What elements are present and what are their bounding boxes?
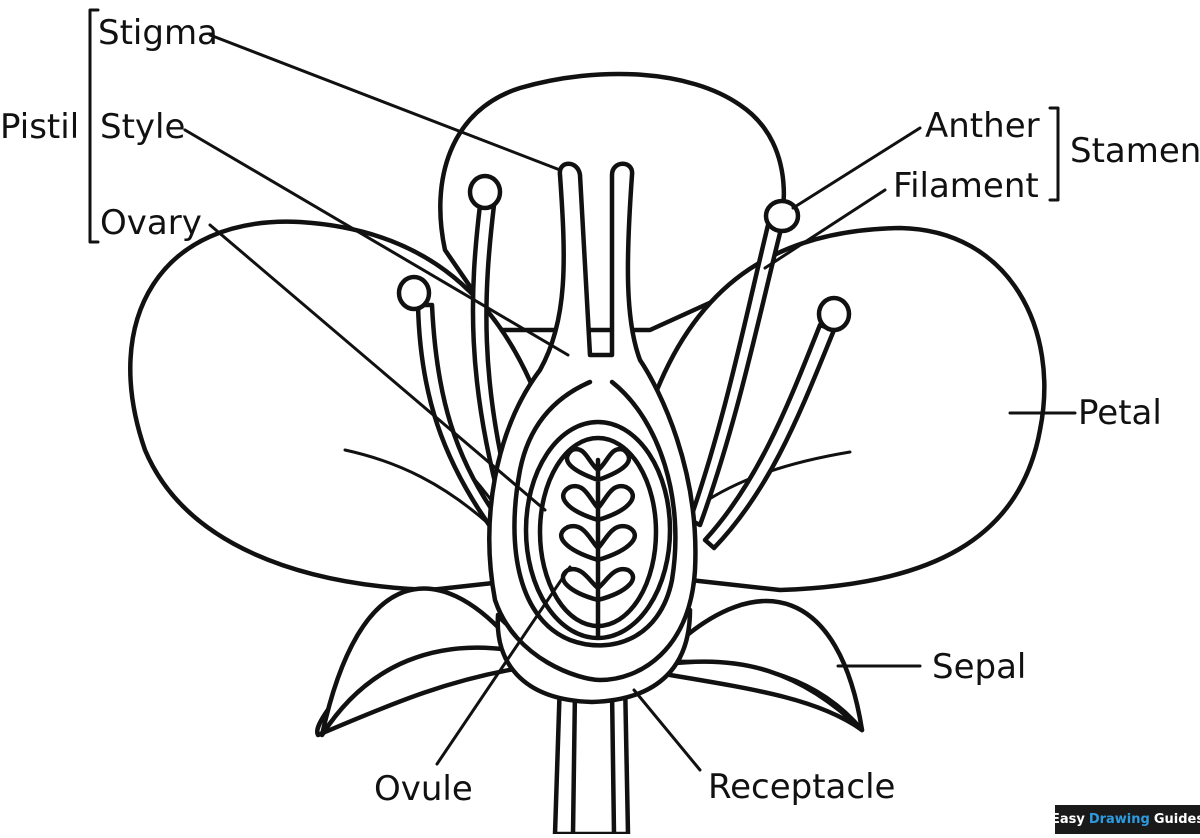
logo-word-guides: Guides bbox=[1153, 812, 1200, 827]
label-pistil: Pistil bbox=[0, 107, 79, 147]
label-receptacle: Receptacle bbox=[708, 767, 895, 807]
leader-receptacle bbox=[632, 688, 702, 772]
petal-vein-left bbox=[343, 448, 492, 527]
leader-stigma bbox=[208, 33, 562, 172]
leader-filament bbox=[763, 188, 887, 270]
leader-ovule bbox=[435, 565, 572, 766]
label-ovary: Ovary bbox=[100, 203, 202, 243]
anther-3 bbox=[763, 198, 801, 234]
label-petal: Petal bbox=[1078, 393, 1162, 433]
label-ovule: Ovule bbox=[374, 769, 473, 809]
label-sepal: Sepal bbox=[932, 647, 1026, 687]
petal-left bbox=[128, 219, 543, 593]
sepal-left-inner bbox=[319, 586, 513, 738]
ovary-wall-inner bbox=[512, 379, 678, 648]
stamen-bracket bbox=[1048, 106, 1060, 202]
leader-anther bbox=[791, 126, 922, 210]
label-anther: Anther bbox=[925, 106, 1040, 146]
filament-3 bbox=[687, 222, 785, 528]
logo-word-drawing: Drawing bbox=[1088, 812, 1150, 827]
label-stigma: Stigma bbox=[98, 13, 218, 53]
anther-1 bbox=[467, 173, 503, 211]
filament-4 bbox=[702, 322, 837, 551]
leader-ovary bbox=[208, 223, 547, 512]
leader-style bbox=[183, 128, 570, 357]
logo-word-easy: Easy bbox=[1050, 812, 1085, 827]
stem-inner-left bbox=[570, 687, 578, 837]
stem-inner-right bbox=[609, 687, 617, 837]
site-logo[interactable]: Easy Drawing Guides bbox=[1051, 805, 1200, 834]
label-style: Style bbox=[100, 107, 185, 147]
pistil-bracket bbox=[88, 8, 100, 244]
anther-4 bbox=[816, 295, 852, 333]
label-stamen: Stamen bbox=[1070, 131, 1200, 171]
anther-2 bbox=[396, 274, 432, 312]
sepal-right-inner bbox=[665, 659, 865, 733]
label-filament: Filament bbox=[893, 166, 1039, 206]
